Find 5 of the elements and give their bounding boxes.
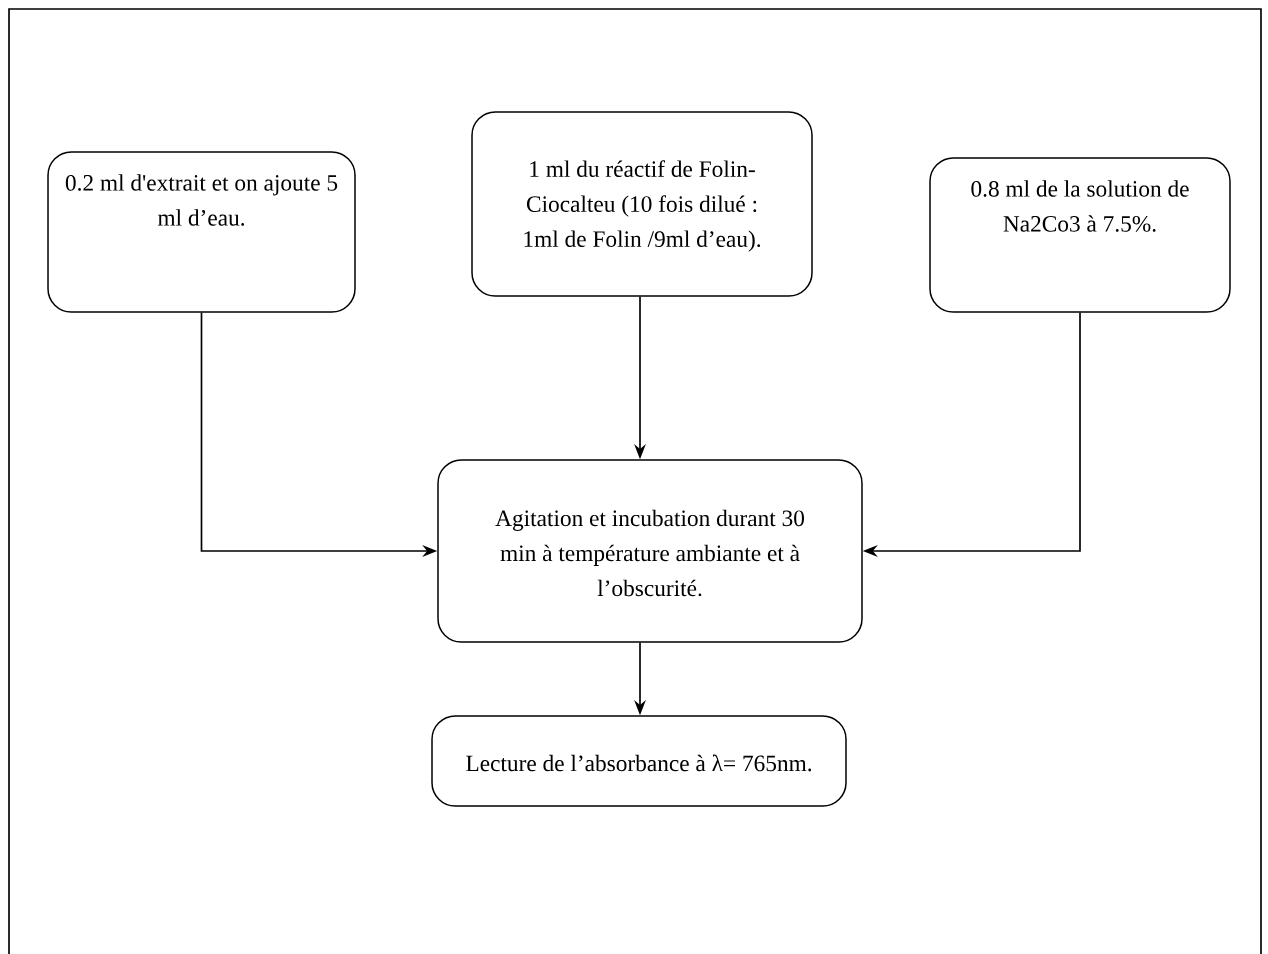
process-box: Lecture de l’absorbance à λ= 765nm.: [431, 715, 847, 807]
process-box: Agitation et incubation durant 30 min à température ambiante et à l’obscurité.: [437, 459, 863, 643]
process-box: 0.8 ml de la solution de Na2Co3 à 7.5%.: [929, 157, 1231, 313]
process-box: 1 ml du réactif de Folin- Ciocalteu (10 fois dilué : 1ml de Folin /9ml d’eau).: [471, 111, 813, 297]
process-box: 0.2 ml d'extrait et on ajoute 5 ml d’eau.: [47, 151, 356, 313]
